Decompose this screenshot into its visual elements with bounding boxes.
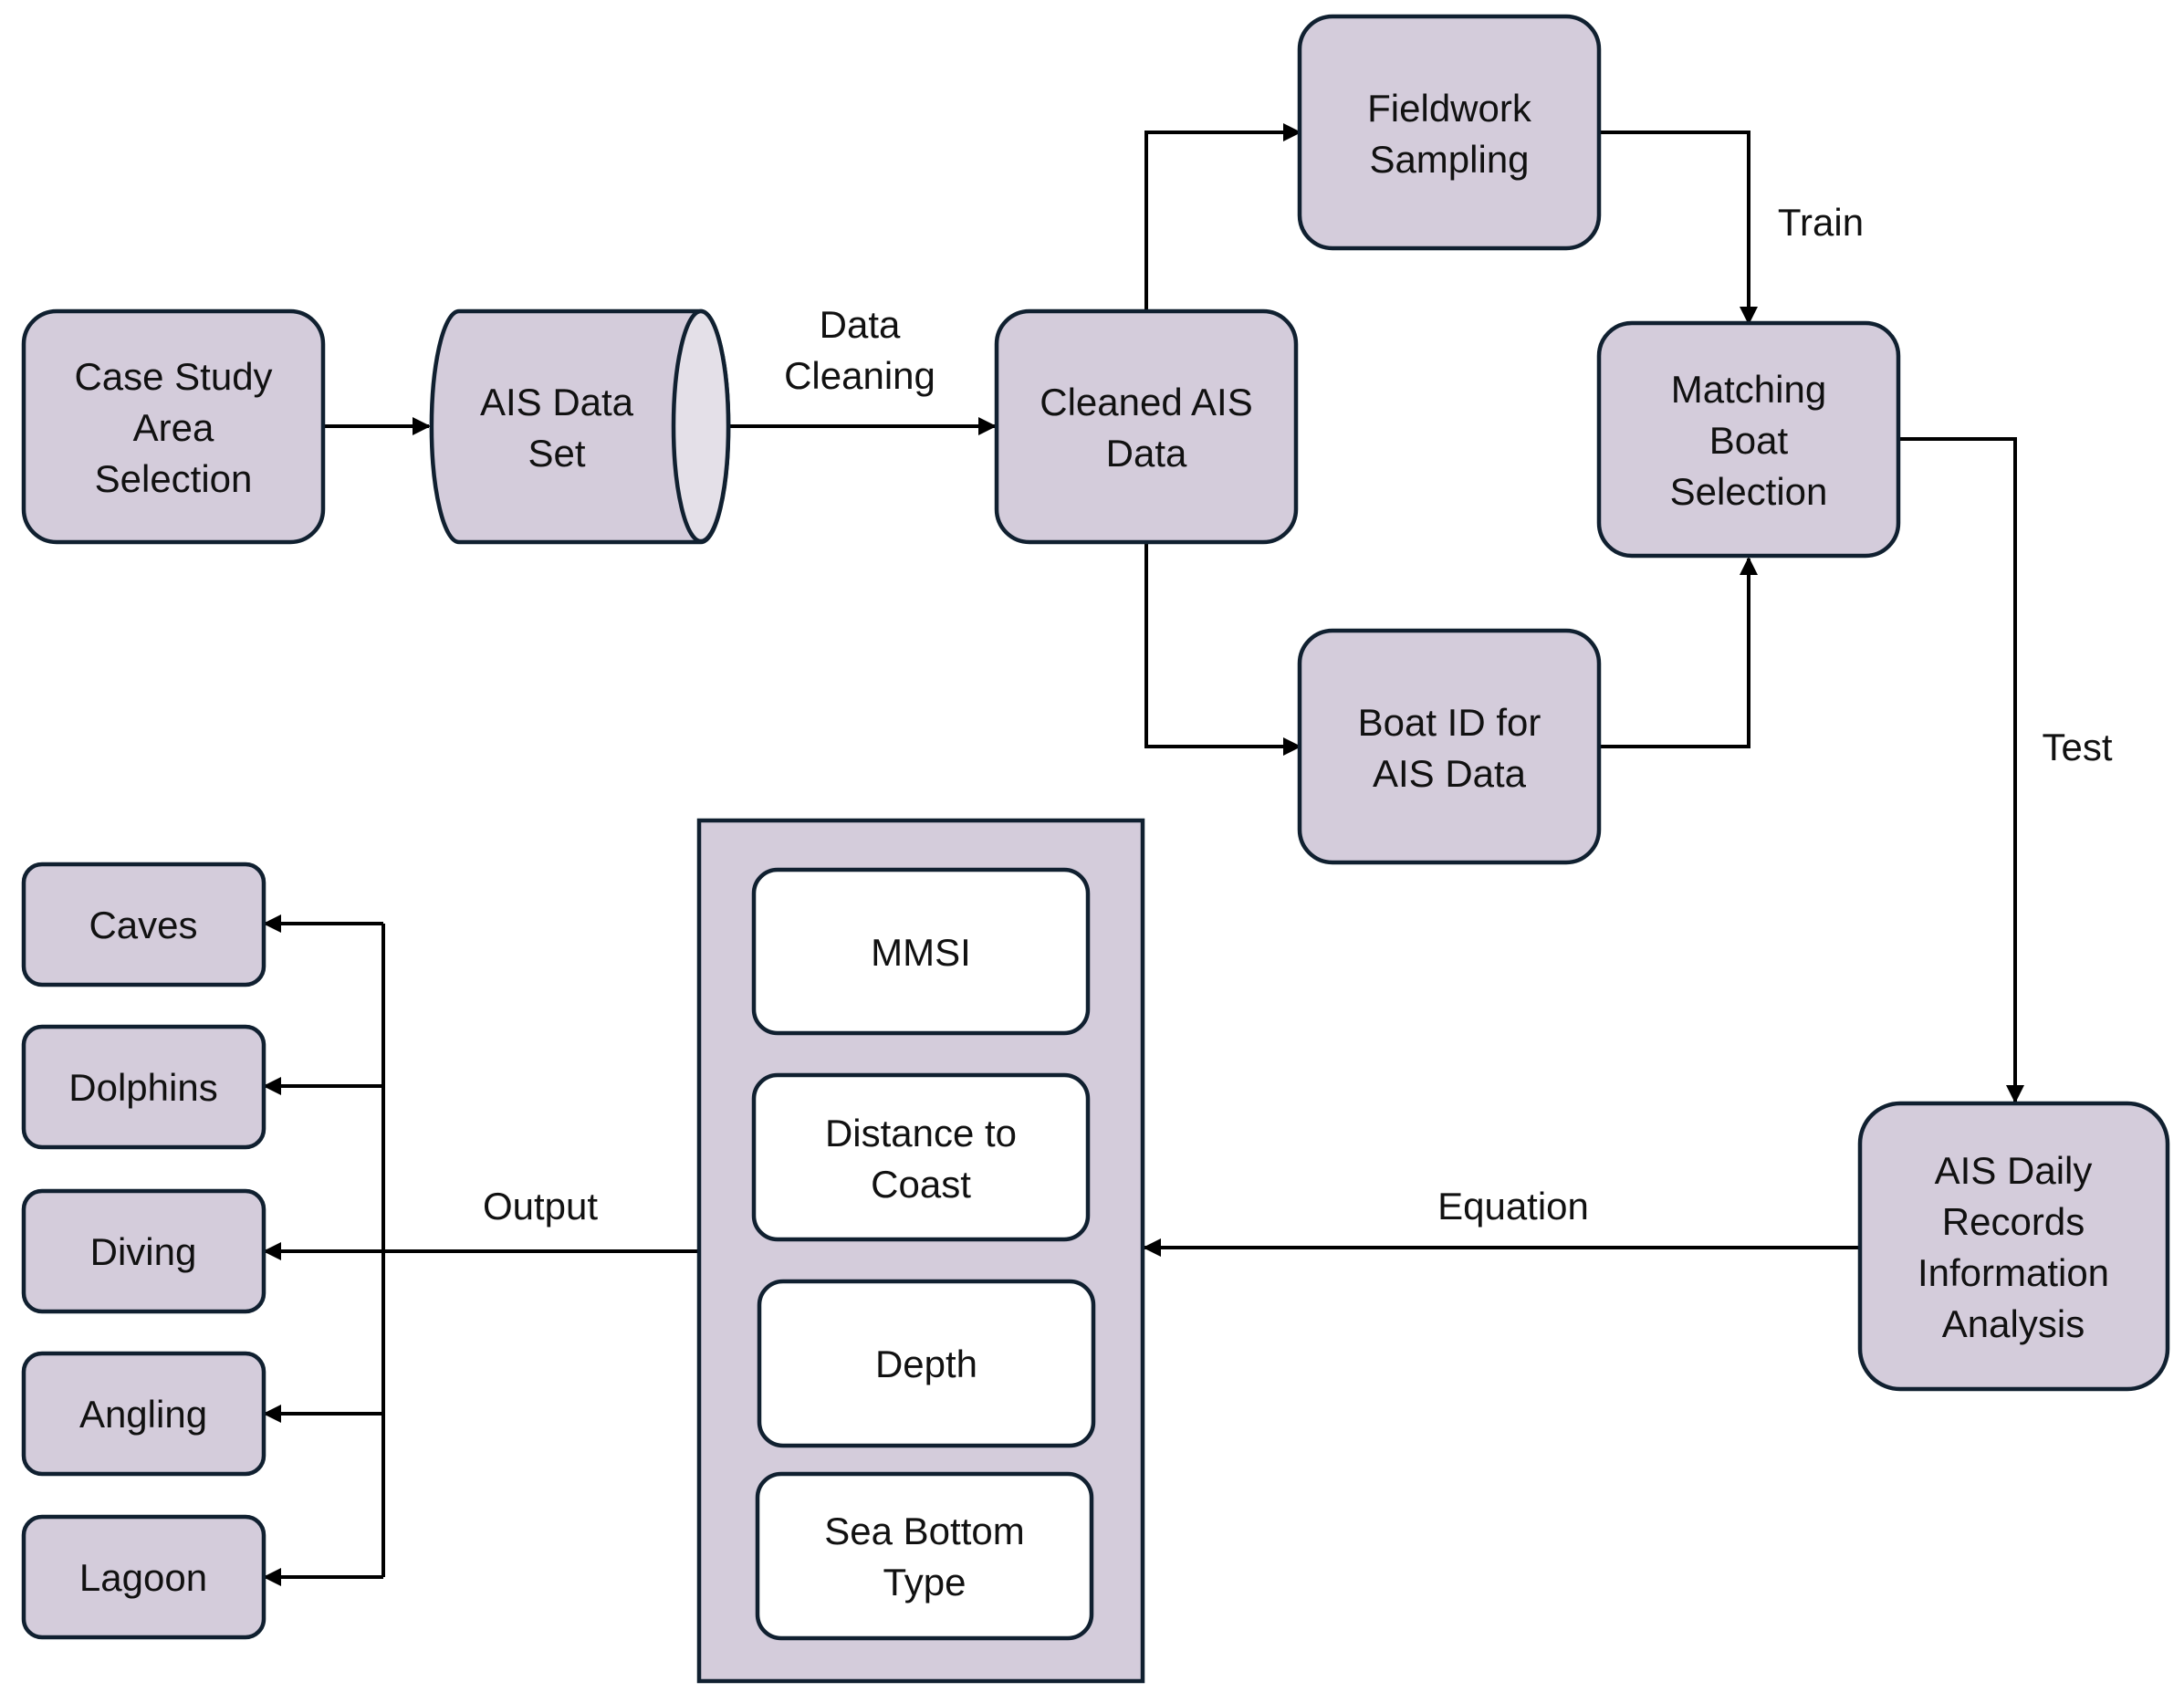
factor-distance-box xyxy=(751,1072,1091,1242)
edges xyxy=(263,123,2024,1586)
factor-distance-label: Distance to Coast xyxy=(825,1112,1017,1206)
text-line: Set xyxy=(528,432,585,475)
text-line: Caves xyxy=(89,904,197,946)
node-matching-boat-box xyxy=(1596,320,1901,559)
text-line: Boat xyxy=(1709,419,1789,462)
edge-fieldwork-to-matching xyxy=(1599,131,1758,325)
factor-depth-label: Depth xyxy=(875,1343,977,1385)
text-line: Test xyxy=(2042,726,2112,768)
text-line: AIS Data xyxy=(1373,752,1527,795)
node-fieldwork-box xyxy=(1297,14,1602,251)
text-line: Fieldwork xyxy=(1367,87,1532,130)
text-line: Data xyxy=(1106,432,1187,475)
edge-label-output: Output xyxy=(483,1185,598,1228)
output-diving-box xyxy=(21,1188,266,1314)
cylinder-end xyxy=(671,308,731,544)
text-line: Boat ID for xyxy=(1358,701,1541,744)
text-line: Information xyxy=(1918,1251,2109,1294)
text-line: Sea Bottom xyxy=(824,1510,1024,1552)
text-line: Selection xyxy=(95,457,253,500)
text-line: Coast xyxy=(871,1163,971,1206)
factor-depth-box xyxy=(757,1279,1096,1448)
text-line: AIS Daily xyxy=(1935,1149,2093,1192)
text-line: Records xyxy=(1942,1200,2085,1243)
edge-cleaned-to-boatid xyxy=(1144,542,1301,756)
output-dolphins-box xyxy=(21,1024,266,1150)
node-case-study-box xyxy=(21,308,326,545)
text-line: Diving xyxy=(90,1230,197,1273)
text-line: Dolphins xyxy=(68,1066,217,1109)
node-cleaned-ais-label: Cleaned AIS Data xyxy=(1040,381,1253,475)
text-line: Matching xyxy=(1671,368,1826,411)
output-caves-box xyxy=(21,862,266,987)
text-line: Area xyxy=(133,406,214,449)
edge-label-test: Test xyxy=(2042,726,2112,768)
edge-cleaned-to-fieldwork xyxy=(1144,123,1301,310)
output-lagoon-box xyxy=(21,1514,266,1640)
text-line: Data xyxy=(820,303,901,346)
text-line: Output xyxy=(483,1185,598,1228)
text-line: Cleaned AIS xyxy=(1040,381,1253,423)
node-cleaned-ais-box xyxy=(994,308,1299,545)
output-angling-label: Angling xyxy=(79,1393,207,1436)
node-boat-id-box xyxy=(1297,628,1602,865)
edge-matching-to-aisdaily xyxy=(1898,437,2024,1103)
output-dolphins-label: Dolphins xyxy=(68,1066,217,1109)
text-line: Cleaning xyxy=(784,354,935,397)
text-line: Angling xyxy=(79,1393,207,1436)
edge-boatid-to-matching xyxy=(1599,557,1758,748)
node-ais-daily-box xyxy=(1857,1101,2170,1392)
text-line: Selection xyxy=(1670,470,1828,513)
edge-label-equation: Equation xyxy=(1437,1185,1589,1228)
factor-sea-bottom-box xyxy=(755,1471,1094,1641)
text-line: Type xyxy=(883,1561,966,1604)
text-line: AIS Data xyxy=(480,381,634,423)
text-line: MMSI xyxy=(871,931,971,974)
output-lagoon-label: Lagoon xyxy=(79,1556,207,1599)
edge-label-train: Train xyxy=(1778,201,1864,244)
text-line: Lagoon xyxy=(79,1556,207,1599)
text-line: Analysis xyxy=(1942,1302,2085,1345)
text-line: Equation xyxy=(1437,1185,1589,1228)
output-angling-box xyxy=(21,1351,266,1477)
output-diving-label: Diving xyxy=(90,1230,197,1273)
text-line: Sampling xyxy=(1369,138,1529,181)
text-line: Case Study xyxy=(74,355,272,398)
text-line: Distance to xyxy=(825,1112,1017,1154)
factor-mmsi-label: MMSI xyxy=(871,931,971,974)
text-line: Train xyxy=(1778,201,1864,244)
output-caves-label: Caves xyxy=(89,904,197,946)
text-line: Depth xyxy=(875,1343,977,1385)
factor-mmsi-box xyxy=(751,867,1091,1036)
